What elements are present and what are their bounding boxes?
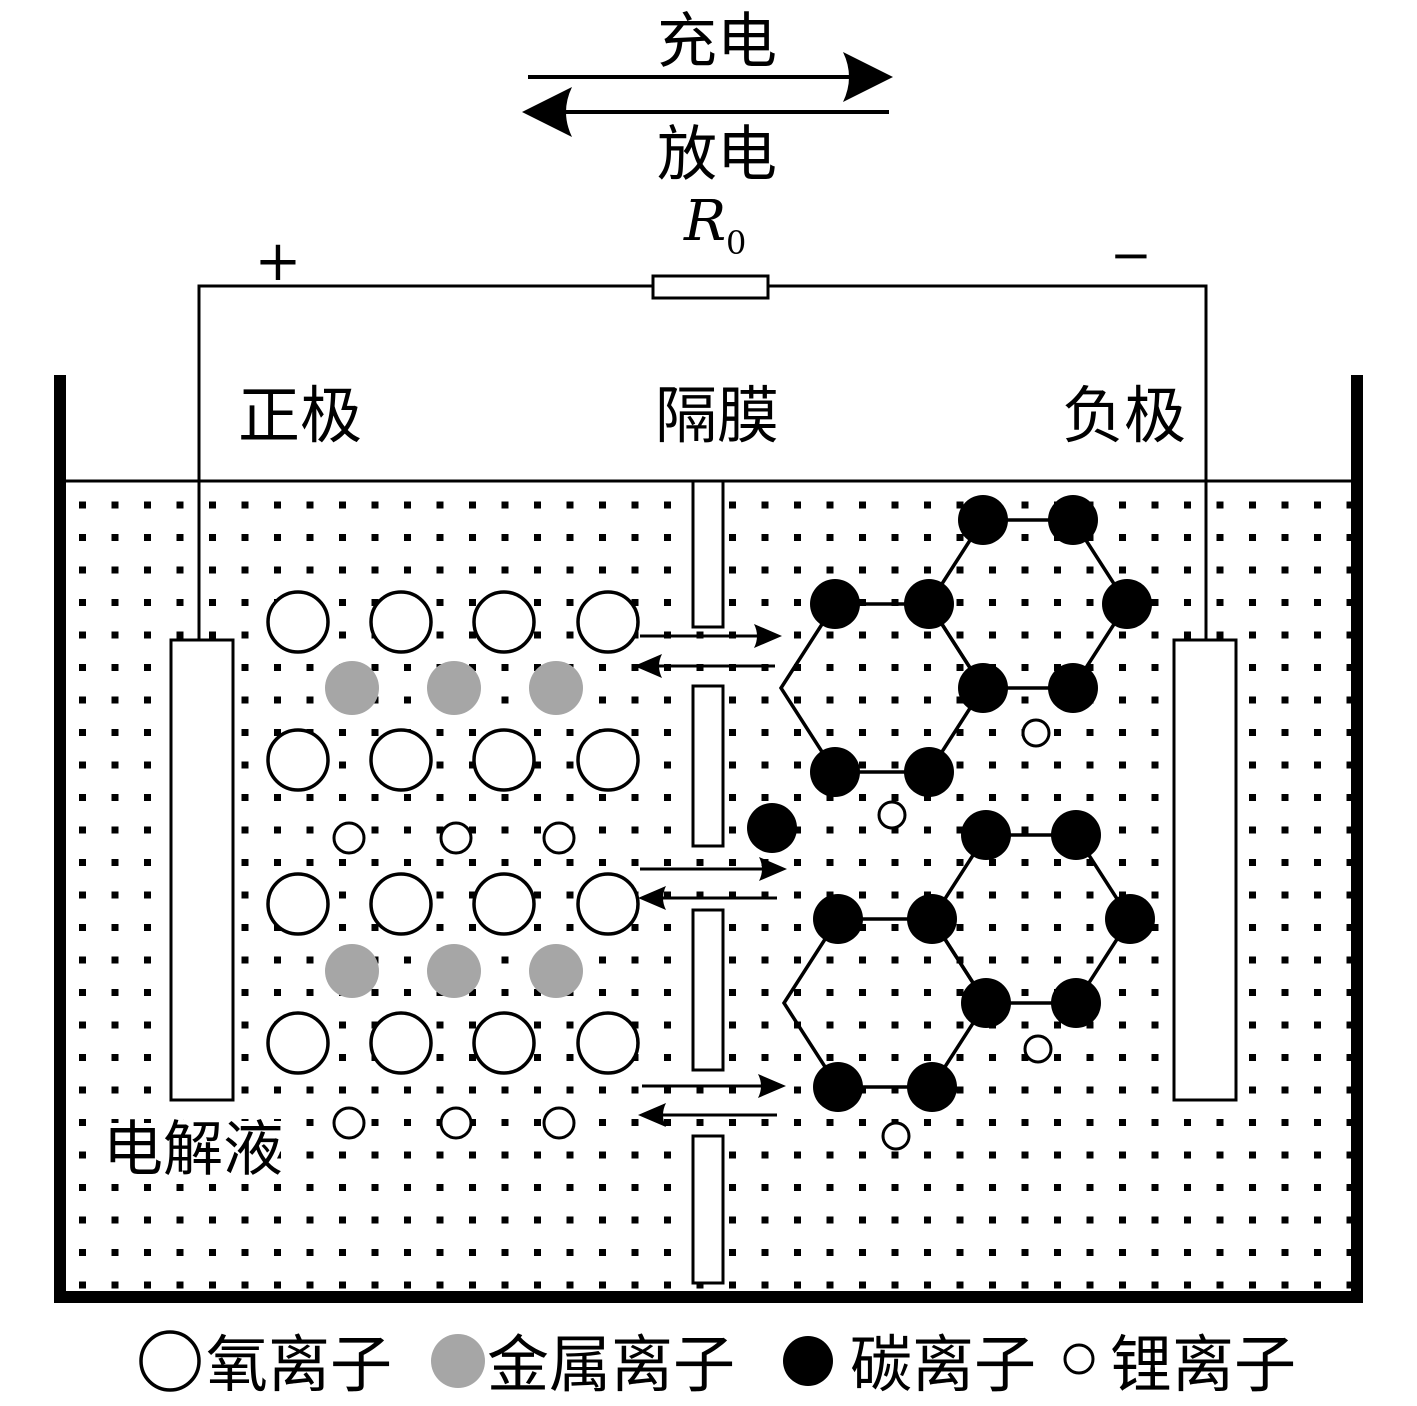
- discharge-label: 放电: [657, 120, 777, 190]
- metal-ion: [529, 661, 583, 715]
- carbon-ion: [958, 663, 1008, 713]
- oxygen-ion: [472, 590, 536, 654]
- oxygen-ion: [266, 1011, 330, 1075]
- ion-arrow-right: [642, 1074, 786, 1098]
- legend-lithium-label: 锂离子: [1110, 1328, 1296, 1401]
- carbon-ion: [1048, 663, 1098, 713]
- carbon-ion: [810, 747, 860, 797]
- oxygen-ion: [369, 728, 433, 792]
- legend-carbon-swatch: [783, 1336, 833, 1386]
- legend-lithium-swatch: [1063, 1343, 1095, 1375]
- ion-arrow-left: [634, 654, 775, 678]
- charge-label: 充电: [657, 7, 777, 77]
- oxygen-ion: [266, 728, 330, 792]
- negative-electrode-label: 负极: [1062, 379, 1186, 452]
- carbon-ion: [958, 495, 1008, 545]
- oxygen-ion: [472, 728, 536, 792]
- carbon-ion: [904, 579, 954, 629]
- lithium-ion: [877, 800, 907, 830]
- lithium-ion: [542, 821, 576, 855]
- oxygen-ion: [472, 1011, 536, 1075]
- carbon-ion: [1102, 579, 1152, 629]
- carbon-ion: [1048, 495, 1098, 545]
- metal-ion: [427, 944, 481, 998]
- carbon-ion: [747, 803, 797, 853]
- legend-oxygen-swatch: [139, 1330, 201, 1392]
- electrolyte-label: 电解液: [103, 1115, 283, 1185]
- separator-label: 隔膜: [655, 379, 779, 452]
- positive-electrode-label: 正极: [238, 379, 362, 452]
- ion-arrow-left: [638, 1103, 777, 1127]
- carbon-ion: [961, 810, 1011, 860]
- carbon-ion: [813, 1062, 863, 1112]
- lithium-ion: [1021, 718, 1051, 748]
- carbon-ions-lower: [813, 810, 1155, 1112]
- lithium-ion: [881, 1121, 911, 1151]
- oxygen-ion: [266, 590, 330, 654]
- oxygen-ion: [266, 872, 330, 936]
- oxygen-ion: [576, 872, 640, 936]
- discharge-arrow: [522, 87, 889, 137]
- carbon-ion: [1051, 978, 1101, 1028]
- ion-arrow-right: [640, 857, 787, 881]
- resistor-label: R: [683, 189, 726, 254]
- container: [54, 375, 1363, 1303]
- ion-arrow-left: [638, 886, 777, 910]
- legend-metal-swatch: [431, 1334, 485, 1388]
- lithium-ion: [332, 1106, 366, 1140]
- carbon-ion: [907, 1062, 957, 1112]
- carbon-ion: [810, 579, 860, 629]
- carbon-ions-upper: [810, 495, 1152, 797]
- resistor-subscript: 0: [726, 224, 746, 262]
- metal-ion: [529, 944, 583, 998]
- ion-arrows: [634, 624, 787, 1127]
- metal-ion-lattice: [325, 661, 583, 998]
- minus-sign: −: [1110, 226, 1152, 284]
- oxygen-ion: [369, 590, 433, 654]
- negative-electrode: [1172, 638, 1238, 1102]
- legend-carbon-label: 碳离子: [850, 1328, 1036, 1401]
- carbon-ion: [1105, 894, 1155, 944]
- lithium-ion: [332, 821, 366, 855]
- external-circuit: [197, 274, 1208, 640]
- legend-oxygen-label: 氧离子: [206, 1328, 392, 1401]
- metal-ion: [325, 661, 379, 715]
- oxygen-ion-lattice: [266, 590, 640, 1075]
- charge-arrow: [528, 52, 893, 102]
- oxygen-ion: [576, 1011, 640, 1075]
- plus-sign: +: [255, 229, 302, 294]
- oxygen-ion: [369, 872, 433, 936]
- resistor: [651, 274, 770, 300]
- separator: [691, 479, 725, 1285]
- carbon-ion: [1051, 810, 1101, 860]
- lithium-ion: [439, 1106, 473, 1140]
- positive-electrode: [169, 638, 235, 1102]
- lithium-ion: [542, 1106, 576, 1140]
- oxygen-ion: [472, 872, 536, 936]
- legend: 氧离子 金属离子 碳离子 锂离子: [139, 1328, 1296, 1401]
- carbon-ion: [904, 747, 954, 797]
- oxygen-ion: [576, 728, 640, 792]
- metal-ion: [427, 661, 481, 715]
- carbon-ion: [961, 978, 1011, 1028]
- lithium-ion: [1023, 1034, 1053, 1064]
- carbon-ion: [907, 894, 957, 944]
- metal-ion: [325, 944, 379, 998]
- lithium-ions: [332, 718, 1053, 1151]
- legend-metal-label: 金属离子: [487, 1328, 735, 1401]
- carbon-ion: [813, 894, 863, 944]
- oxygen-ion: [576, 590, 640, 654]
- ion-arrow-right: [640, 624, 782, 648]
- oxygen-ion: [369, 1011, 433, 1075]
- lithium-ion: [439, 821, 473, 855]
